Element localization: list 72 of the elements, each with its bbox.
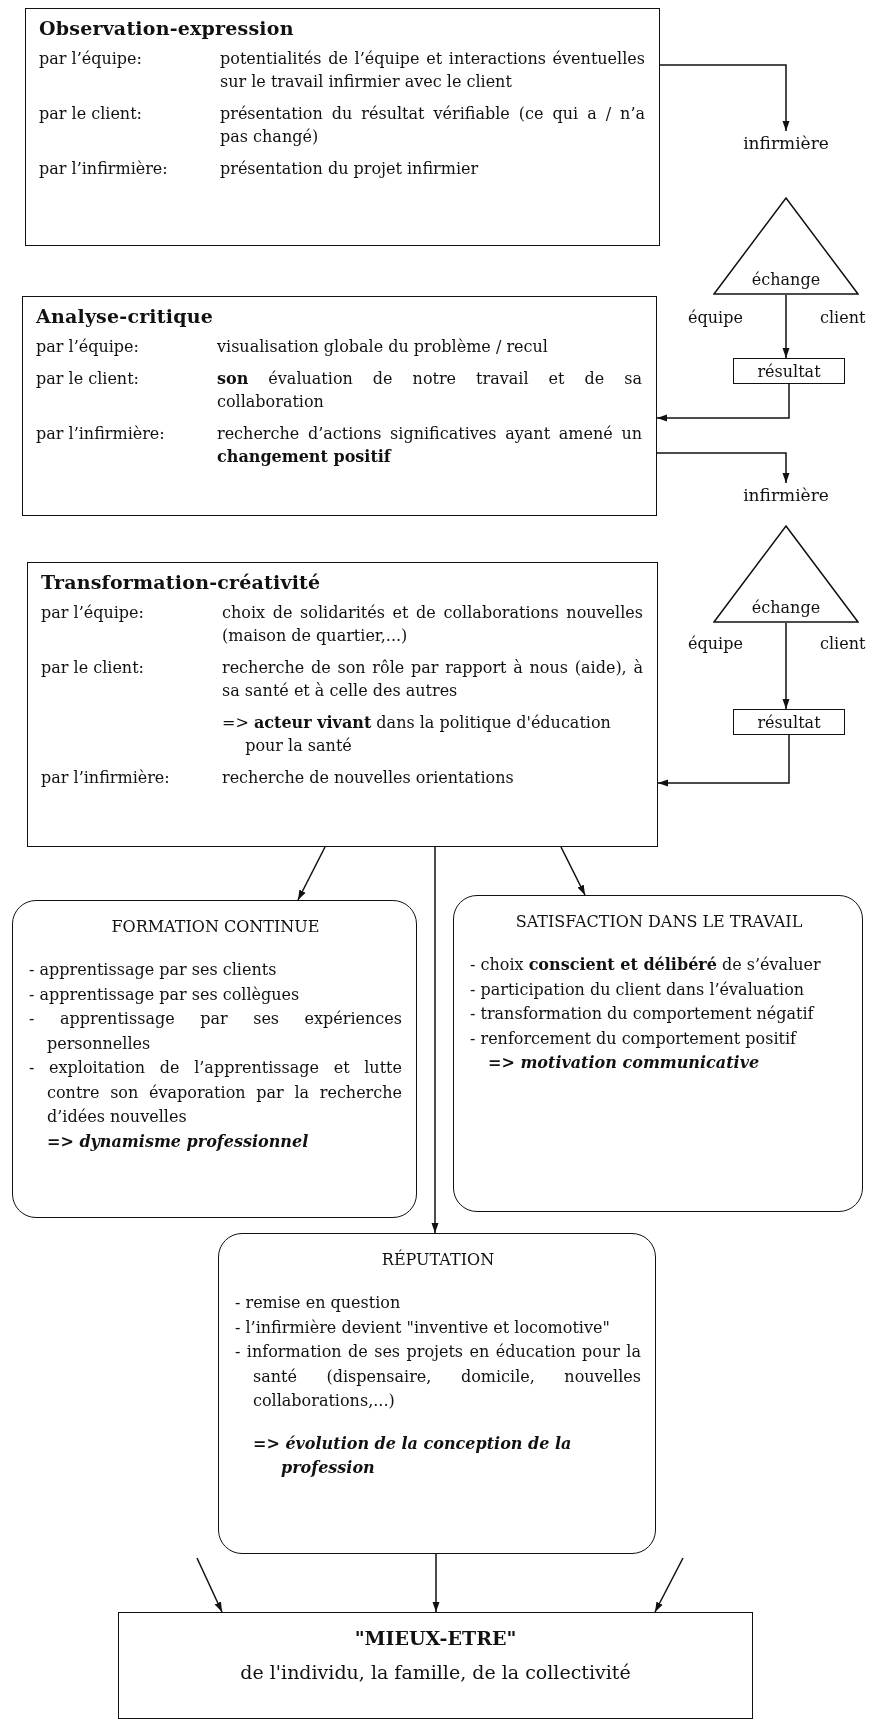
section-heading: Analyse-critique	[36, 305, 214, 327]
row-label: par le client:	[36, 368, 140, 390]
bullet-item: - choix conscient et délibéré de s’évaluer	[470, 954, 822, 976]
process-box	[25, 8, 660, 246]
conclusion-text: => motivation communicative	[488, 1052, 761, 1074]
triangle-label: échange	[751, 270, 821, 289]
bullet-item: - l’infirmière devient "inventive et locomotive"	[235, 1316, 611, 1339]
row-label: par l’équipe:	[39, 48, 143, 70]
row-text: présentation du résultat vérifiable (ce qui a / n’a pas changé)	[220, 103, 645, 148]
result-box	[118, 1612, 753, 1719]
corner-label: client	[820, 634, 866, 653]
row-text: recherche de nouvelles orientations	[222, 767, 515, 789]
result-text: de l'individu, la famille, de la collectivité	[239, 1661, 632, 1683]
bullet-item: - apprentissage par ses expériences personnelles	[29, 1008, 402, 1055]
triangle-label: échange	[751, 598, 821, 617]
conclusion-text: => dynamisme professionnel	[47, 1130, 310, 1153]
process-box	[22, 296, 657, 516]
box-heading: SATISFACTION DANS LE TRAVAIL	[514, 912, 804, 931]
row-text: potentialités de l’équipe et interactions éventuelles sur le travail infirmier avec le client	[220, 48, 645, 93]
row-label: par l’infirmière:	[41, 767, 171, 789]
bullet-item: - information de ses projets en éducation pour la santé (dispensaire, domicile, nouvelles collaborations,...)	[235, 1341, 641, 1412]
row-label: par l’infirmière:	[39, 158, 169, 180]
bullet-item: - transformation du comportement négatif	[470, 1003, 816, 1025]
box-heading: RÉPUTATION	[380, 1250, 496, 1269]
role-label: infirmière	[743, 485, 829, 505]
arrow	[196, 1557, 223, 1613]
arrow	[656, 452, 790, 484]
row-text: présentation du projet infirmier	[220, 158, 480, 180]
rounded-box	[218, 1233, 656, 1554]
section-heading: Observation-expression	[39, 17, 295, 39]
arrow	[657, 734, 790, 787]
arrow	[654, 1557, 684, 1613]
result-heading: "MIEUX-ETRE"	[353, 1627, 518, 1649]
conclusion-text: => évolution de la conception de la profession	[253, 1432, 573, 1479]
exchange-triangle	[713, 197, 859, 295]
arrow	[782, 294, 790, 359]
bullet-item: - apprentissage par ses clients	[29, 959, 278, 981]
row-text: visualisation globale du problème / recul	[217, 336, 549, 358]
process-box	[27, 562, 658, 847]
arrow	[432, 1553, 440, 1613]
row-text: choix de solidarités et de collaborations nouvelles (maison de quartier,...)	[222, 602, 643, 647]
bullet-item: - renforcement du comportement positif	[470, 1027, 798, 1050]
row-label: par l’équipe:	[41, 602, 145, 624]
arrow	[297, 846, 326, 901]
row-label: par l’infirmière:	[36, 423, 166, 445]
row-label: par le client:	[39, 103, 143, 125]
exchange-triangle	[713, 525, 859, 623]
rounded-box	[12, 900, 417, 1218]
box-heading: FORMATION CONTINUE	[110, 917, 321, 936]
bullet-item: - participation du client dans l’évaluation	[470, 978, 806, 1001]
bullet-item: - exploitation de l’apprentissage et lutte contre son évaporation par la recherche d’idées nouvelles	[29, 1057, 402, 1128]
row-text: son évaluation de notre travail et de sa collaboration	[217, 368, 642, 413]
corner-label: équipe	[688, 634, 743, 653]
role-label: infirmière	[743, 133, 829, 153]
arrow	[560, 846, 586, 896]
section-heading: Transformation-créativité	[41, 571, 322, 593]
row-text: recherche de son rôle par rapport à nous (aide), à sa santé et à celle des autres	[222, 657, 643, 702]
arrow	[656, 383, 790, 422]
arrow	[782, 622, 790, 710]
row-label: par le client:	[41, 657, 145, 679]
bullet-item: - apprentissage par ses collègues	[29, 983, 301, 1006]
row-text: recherche d’actions significatives ayant amené un changement positif	[217, 423, 642, 468]
corner-label: client	[820, 308, 866, 327]
row-label: par l’équipe:	[36, 336, 140, 358]
conclusion-text: => acteur vivant dans la politique d'éducation pour la santé	[222, 712, 612, 757]
arrow	[659, 64, 790, 132]
corner-label: équipe	[688, 308, 743, 327]
result-box: résultat	[733, 358, 845, 384]
bullet-item: - remise en question	[235, 1292, 402, 1314]
rounded-box	[453, 895, 863, 1212]
arrow	[431, 846, 439, 1234]
result-box: résultat	[733, 709, 845, 735]
